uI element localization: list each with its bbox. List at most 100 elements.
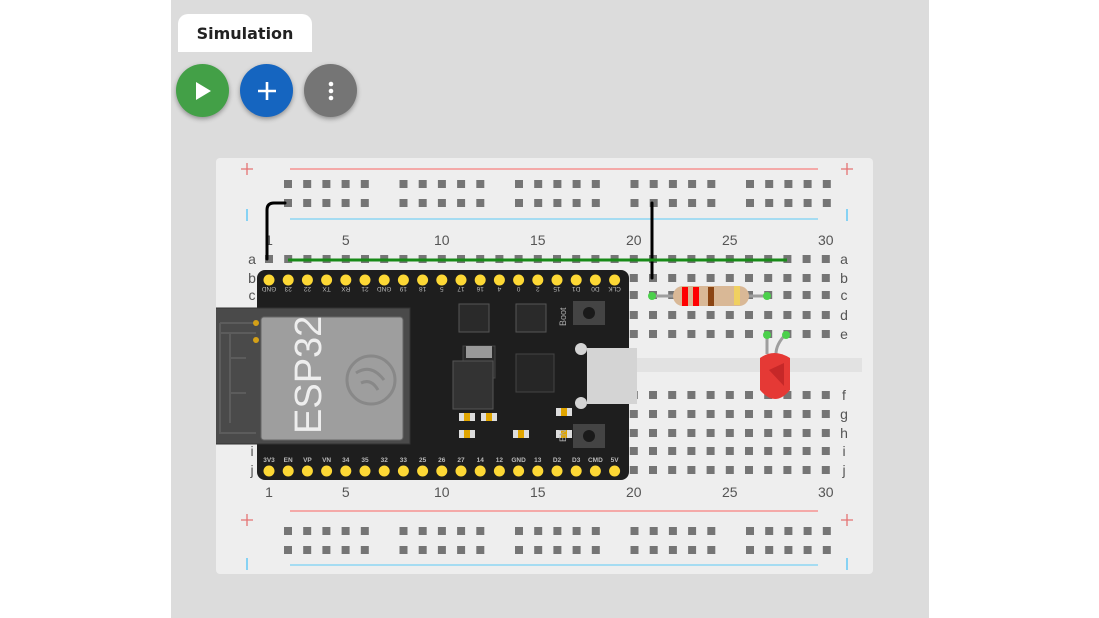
esp32-pin[interactable]	[417, 274, 429, 286]
rail-hole[interactable]	[746, 546, 754, 554]
rail-hole[interactable]	[822, 180, 831, 188]
breadboard-hole[interactable]	[783, 410, 792, 418]
rail-hole[interactable]	[437, 546, 446, 554]
rail-hole[interactable]	[553, 180, 562, 188]
breadboard-hole[interactable]	[745, 447, 753, 455]
esp32-pin[interactable]	[513, 465, 525, 477]
rail-hole[interactable]	[515, 546, 523, 554]
esp32-pin[interactable]	[455, 465, 467, 477]
esp32-pin[interactable]	[436, 465, 448, 477]
rail-hole[interactable]	[591, 546, 600, 554]
rail-hole[interactable]	[707, 546, 716, 554]
rail-hole[interactable]	[765, 199, 774, 207]
esp32-pin[interactable]	[263, 465, 275, 477]
rail-hole[interactable]	[630, 180, 639, 188]
breadboard-hole[interactable]	[706, 391, 715, 399]
breadboard-hole[interactable]	[802, 291, 811, 299]
breadboard-hole[interactable]	[687, 330, 696, 338]
breadboard-hole[interactable]	[668, 391, 677, 399]
breadboard-hole[interactable]	[649, 410, 657, 418]
rail-hole[interactable]	[284, 546, 292, 554]
breadboard-hole[interactable]	[764, 311, 773, 319]
rail-hole[interactable]	[341, 546, 350, 554]
breadboard-hole[interactable]	[802, 391, 811, 399]
rail-hole[interactable]	[803, 546, 812, 554]
breadboard-hole[interactable]	[629, 330, 638, 338]
breadboard-hole[interactable]	[629, 466, 638, 474]
breadboard[interactable]: 115510101515202025253030aabbccddeeffgghh…	[210, 158, 873, 574]
breadboard-hole[interactable]	[725, 447, 734, 455]
rail-hole[interactable]	[399, 199, 408, 207]
breadboard-hole[interactable]	[649, 311, 657, 319]
rail-hole[interactable]	[572, 199, 581, 207]
breadboard-hole[interactable]	[649, 429, 657, 437]
esp32-pin[interactable]	[551, 465, 563, 477]
breadboard-hole[interactable]	[706, 274, 715, 282]
usb-port[interactable]	[587, 348, 637, 404]
esp32-pin[interactable]	[493, 465, 505, 477]
esp32-pin[interactable]	[417, 465, 429, 477]
breadboard-hole[interactable]	[725, 311, 734, 319]
breadboard-hole[interactable]	[668, 274, 677, 282]
esp32-pin[interactable]	[589, 274, 601, 286]
rail-hole[interactable]	[476, 180, 485, 188]
esp32-pin[interactable]	[609, 274, 621, 286]
rail-hole[interactable]	[553, 199, 562, 207]
rail-hole[interactable]	[418, 199, 427, 207]
esp32-pin[interactable]	[378, 465, 390, 477]
breadboard-hole[interactable]	[783, 447, 792, 455]
rail-hole[interactable]	[457, 199, 466, 207]
breadboard-hole[interactable]	[821, 429, 830, 437]
rail-hole[interactable]	[572, 546, 581, 554]
rail-hole[interactable]	[591, 180, 600, 188]
esp32-pin[interactable]	[551, 274, 563, 286]
rail-hole[interactable]	[399, 527, 408, 535]
breadboard-hole[interactable]	[706, 330, 715, 338]
esp32-pin[interactable]	[321, 274, 333, 286]
rail-hole[interactable]	[534, 199, 543, 207]
breadboard-hole[interactable]	[687, 410, 696, 418]
esp32-pin[interactable]	[570, 465, 582, 477]
breadboard-hole[interactable]	[668, 410, 677, 418]
wire-black-gnd[interactable]	[265, 201, 287, 261]
breadboard-hole[interactable]	[725, 410, 734, 418]
breadboard-hole[interactable]	[668, 311, 677, 319]
breadboard-hole[interactable]	[706, 429, 715, 437]
rail-hole[interactable]	[284, 180, 292, 188]
esp32-pin[interactable]	[321, 465, 333, 477]
esp32-pin[interactable]	[359, 274, 371, 286]
boot-button[interactable]	[583, 307, 595, 319]
esp32-pin[interactable]	[263, 274, 275, 286]
rail-hole[interactable]	[515, 180, 523, 188]
breadboard-hole[interactable]	[629, 447, 638, 455]
start-simulation-button[interactable]	[176, 64, 229, 117]
breadboard-hole[interactable]	[821, 291, 830, 299]
breadboard-hole[interactable]	[649, 466, 657, 474]
breadboard-hole[interactable]	[649, 391, 657, 399]
breadboard-hole[interactable]	[783, 466, 792, 474]
rail-hole[interactable]	[515, 199, 523, 207]
rail-hole[interactable]	[303, 199, 312, 207]
esp32-pin[interactable]	[282, 465, 294, 477]
breadboard-hole[interactable]	[265, 255, 273, 263]
breadboard-hole[interactable]	[745, 391, 753, 399]
esp32-pin[interactable]	[589, 465, 601, 477]
rail-hole[interactable]	[649, 546, 658, 554]
breadboard-hole[interactable]	[764, 274, 773, 282]
breadboard-hole[interactable]	[687, 429, 696, 437]
breadboard-hole[interactable]	[706, 410, 715, 418]
breadboard-hole[interactable]	[821, 466, 830, 474]
breadboard-hole[interactable]	[668, 429, 677, 437]
esp32-pin[interactable]	[378, 274, 390, 286]
rail-hole[interactable]	[784, 546, 793, 554]
rail-hole[interactable]	[360, 546, 369, 554]
rail-hole[interactable]	[553, 546, 562, 554]
rail-hole[interactable]	[668, 180, 677, 188]
rail-hole[interactable]	[303, 527, 312, 535]
rail-hole[interactable]	[284, 199, 292, 207]
breadboard-hole[interactable]	[629, 311, 638, 319]
rail-hole[interactable]	[803, 527, 812, 535]
breadboard-hole[interactable]	[668, 447, 677, 455]
rail-hole[interactable]	[399, 546, 408, 554]
